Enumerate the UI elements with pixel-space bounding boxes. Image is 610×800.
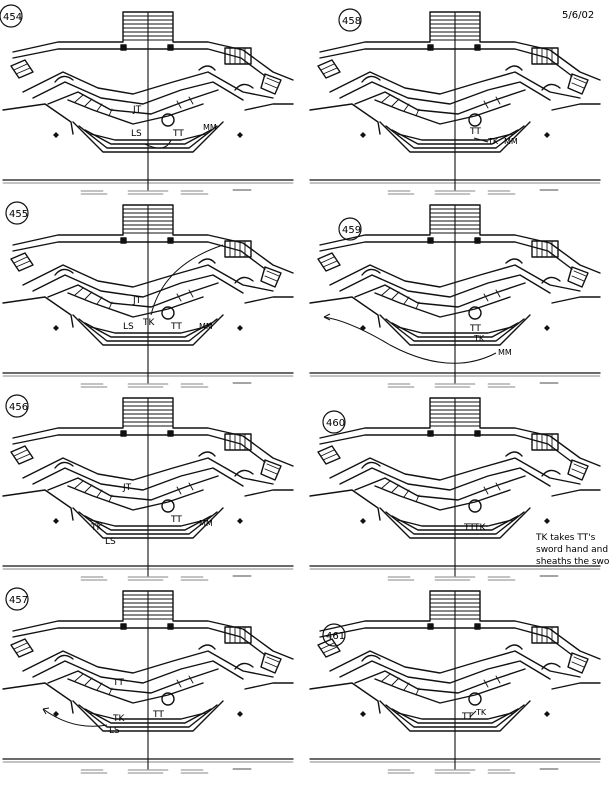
label-ls: LS — [109, 726, 120, 736]
arrow-head — [42, 707, 50, 715]
label-tk: TK — [473, 523, 486, 533]
label-tk: TK — [142, 318, 155, 328]
label-tt-upper: TT — [112, 678, 124, 688]
label-mm: MM — [199, 322, 213, 331]
label-tt: TT — [469, 324, 481, 334]
panel-456: 456 JT TK LS TT MM — [2, 394, 294, 581]
note-line-3: sheaths the sword. — [536, 557, 610, 567]
label-tt: TT — [461, 712, 473, 722]
label-mm: MM — [199, 519, 213, 528]
label-tt: TT — [170, 515, 182, 525]
panel-number-circle — [338, 8, 362, 32]
panel-number: 457 — [9, 595, 28, 606]
panel-number: 458 — [342, 16, 361, 27]
panel-454: 454 JT LS TT MM — [0, 4, 294, 195]
label-ls: LS — [131, 129, 142, 139]
movement-arrow — [469, 710, 477, 718]
label-tt: TT — [172, 129, 184, 139]
panel-number-circle — [5, 587, 29, 611]
arrow-head — [323, 313, 331, 321]
label-jt: JT — [132, 105, 142, 115]
label-mm: MM — [203, 123, 217, 132]
label-mm: MM — [498, 348, 512, 357]
label-tt: TT — [170, 322, 182, 332]
note-line-2: sword hand and — [536, 545, 608, 555]
panel-number-circle — [322, 623, 346, 647]
panel-number: 460 — [326, 418, 345, 429]
label-tt: TT — [469, 127, 481, 137]
panel-461: 461 TT TK — [309, 590, 601, 774]
label-tt: TT — [152, 710, 164, 720]
movement-arrow — [150, 244, 224, 316]
label-tt: TT — [463, 523, 475, 533]
panel-number-circle — [0, 4, 23, 28]
label-ls: LS — [105, 537, 116, 547]
label-tk: TK — [112, 714, 125, 724]
label-tk: TK — [475, 708, 487, 717]
movement-arrow — [144, 139, 172, 149]
panel-number: 456 — [9, 402, 28, 413]
panel-459: 459 TT TK MM — [309, 204, 601, 388]
panel-number-circle — [322, 410, 346, 434]
label-tk: TK — [487, 137, 499, 146]
sheet-date: 5/6/02 — [562, 10, 594, 21]
label-tk: TK — [90, 523, 103, 533]
movement-arrow — [323, 316, 497, 364]
label-ls: LS — [123, 322, 134, 332]
panel-number: 459 — [342, 225, 361, 236]
label-tk: TK — [473, 334, 485, 343]
panel-number-circle — [5, 394, 29, 418]
panel-458: 458 TT TK MM — [309, 8, 601, 195]
panel-number: 454 — [3, 12, 22, 23]
label-jt: JT — [122, 483, 132, 493]
panel-457: 457 TT TK TT LS — [2, 587, 294, 774]
movement-arrow — [473, 137, 489, 143]
panel-number: 461 — [326, 631, 345, 642]
panel-460: 460 TT TK — [309, 397, 601, 581]
panel-455: 455 JT LS TK TT MM — [2, 201, 294, 388]
label-jt: JT — [132, 296, 142, 306]
panel-number: 455 — [9, 209, 28, 220]
panel-number-circle — [338, 217, 362, 241]
label-mm: MM — [504, 137, 518, 146]
panel-number-circle — [5, 201, 29, 225]
movement-arrow — [42, 708, 108, 727]
note-line-1: TK takes TT's — [535, 533, 596, 543]
